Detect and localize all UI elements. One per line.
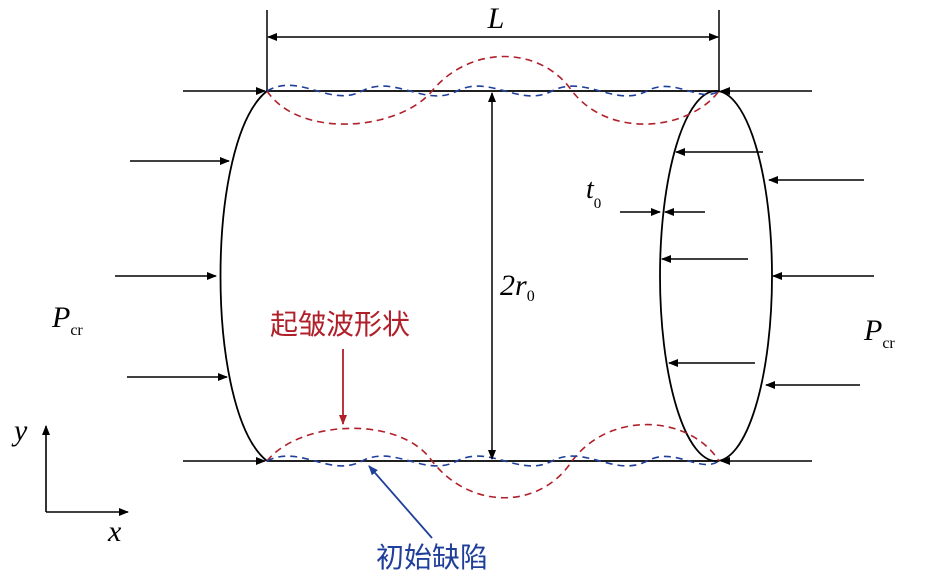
left-pressure-label: Pcr <box>51 301 83 339</box>
left-pressure-arrows <box>115 87 266 465</box>
right-pressure-label: Pcr <box>863 314 895 352</box>
length-label: L <box>487 2 505 35</box>
thickness-label: t0 <box>586 174 601 212</box>
right-pressure-arrows <box>661 87 874 465</box>
left-pressure-sub: cr <box>70 322 83 339</box>
diameter-label: 2r0 <box>500 269 535 305</box>
diameter-dimension: 2r0 <box>488 92 535 460</box>
y-axis-label: y <box>11 414 28 447</box>
initial-imperfection-annotation: 初始缺陷 <box>368 465 488 574</box>
right-end-ellipse <box>659 90 773 462</box>
initial-imperfection-pointer <box>368 465 433 539</box>
diameter-label-main: 2r <box>500 269 527 302</box>
left-pressure-main: P <box>51 301 70 334</box>
length-dimension: L <box>266 2 720 92</box>
thickness-label-sub: 0 <box>594 196 602 212</box>
buckling-wave-shape <box>266 55 720 499</box>
left-end-arc <box>219 90 268 462</box>
buckling-wave-annotation: 起皱波形状 <box>270 308 410 425</box>
thickness-dimension: t0 <box>586 174 705 216</box>
thickness-label-main: t <box>586 174 595 205</box>
coordinate-axes: y x <box>11 414 129 548</box>
right-pressure-main: P <box>863 314 882 347</box>
right-pressure-sub: cr <box>882 335 895 352</box>
initial-imperfection-shape <box>266 84 720 467</box>
x-axis-label: x <box>107 515 122 548</box>
diameter-label-sub: 0 <box>527 288 535 305</box>
buckling-wave-label: 起皱波形状 <box>270 308 410 341</box>
initial-imperfection-label: 初始缺陷 <box>376 541 488 574</box>
cylinder-outline <box>219 90 773 462</box>
